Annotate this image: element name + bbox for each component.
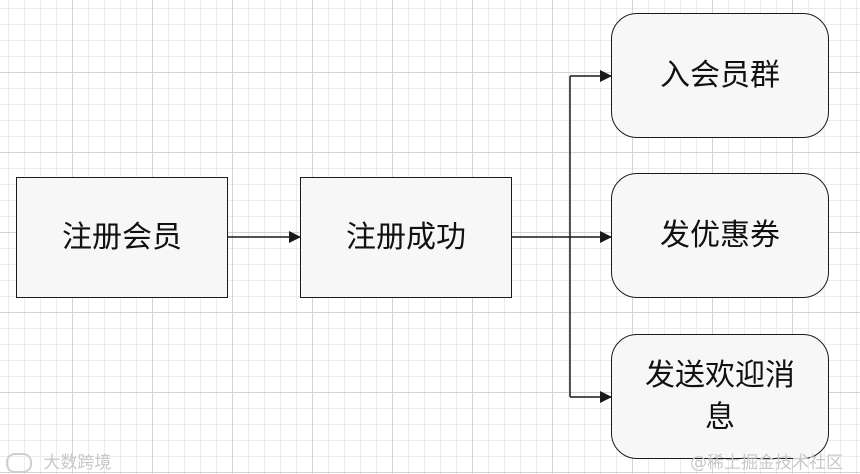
watermark-right: @稀土掘金技术社区 (690, 448, 843, 473)
node-send-coupon[interactable]: 发优惠券 (611, 173, 829, 298)
watermark-left: 大数跨境 (6, 448, 111, 473)
node-label: 注册成功 (346, 219, 466, 255)
node-label: 入会员群 (660, 57, 780, 93)
node-register-member[interactable]: 注册会员 (16, 177, 228, 298)
node-send-welcome-message[interactable]: 发送欢迎消息 (611, 334, 829, 459)
watermark-right-text: @稀土掘金技术社区 (690, 453, 843, 473)
node-label: 注册会员 (62, 219, 182, 255)
watermark-left-text: 大数跨境 (43, 453, 112, 473)
node-register-success[interactable]: 注册成功 (300, 177, 512, 298)
watermark-logo-icon (6, 453, 32, 473)
node-join-member-group[interactable]: 入会员群 (611, 13, 829, 138)
node-label: 发优惠券 (660, 217, 780, 253)
node-label: 发送欢迎消息 (645, 357, 795, 435)
